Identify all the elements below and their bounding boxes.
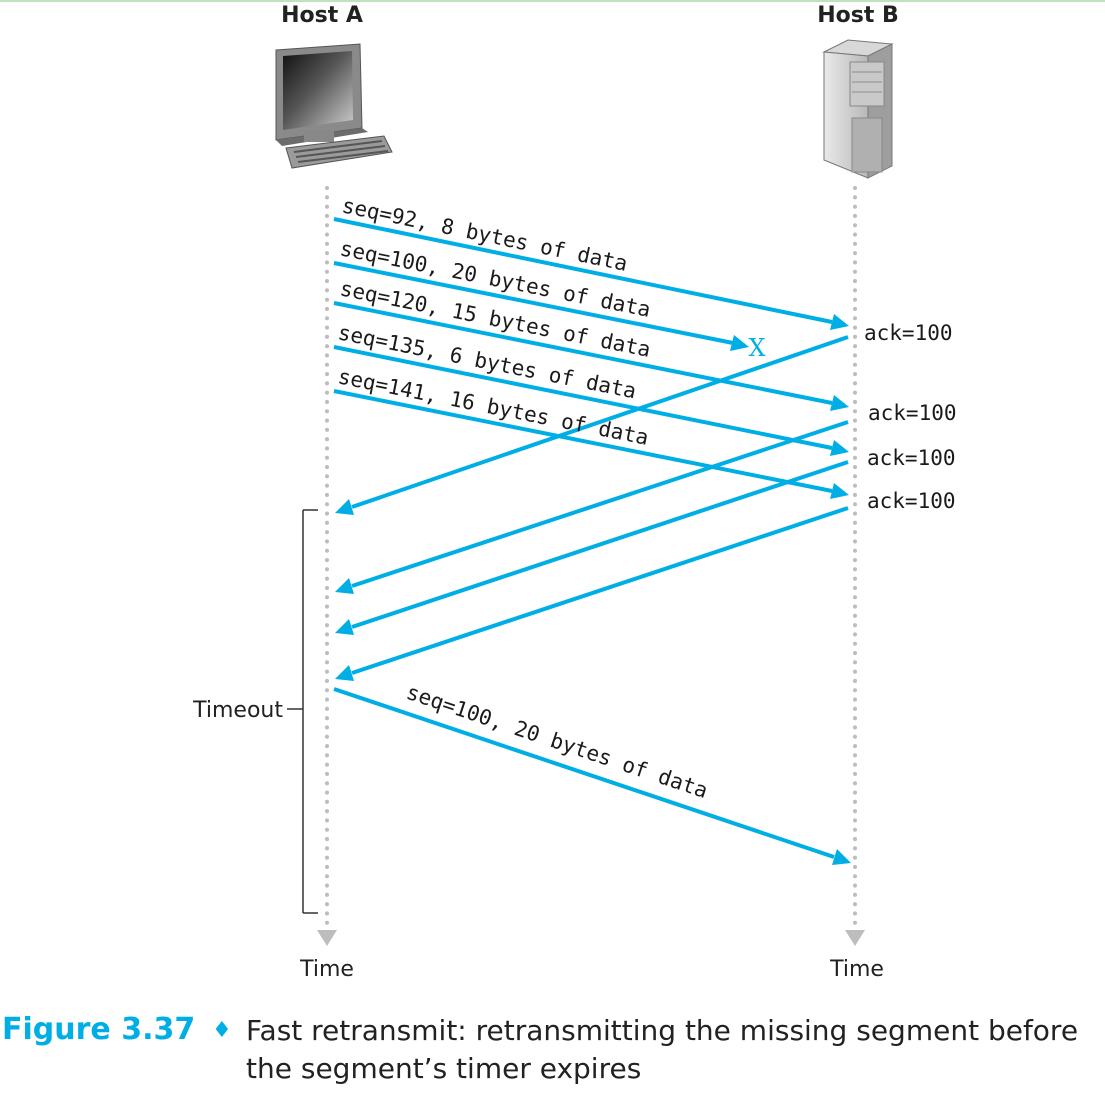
- host-a-label: Host A: [281, 3, 363, 28]
- ack-label-2: ack=100: [868, 401, 957, 425]
- segment-seq92-arrow: [333, 217, 849, 330]
- retransmit-label-seq100: seq=100, 20 bytes of data: [403, 680, 710, 803]
- ack-3-arrow: [335, 460, 849, 635]
- diamond-icon: ♦: [212, 1018, 232, 1043]
- ack-label-1: ack=100: [864, 321, 953, 345]
- segment-seq141-arrow: [333, 389, 849, 499]
- figure-caption-text: Fast retransmit: retransmitting the miss…: [246, 1014, 1079, 1085]
- ack-4-arrow: [335, 506, 849, 681]
- fast-retransmit-diagram: Host A Host B Time Time Timeout: [192, 3, 957, 982]
- host-b-time-label: Time: [829, 957, 884, 982]
- desktop-computer-icon: [275, 43, 393, 169]
- ack-label-3: ack=100: [867, 446, 956, 470]
- figure-number: Figure 3.37: [2, 1012, 196, 1047]
- host-b-label: Host B: [817, 3, 899, 28]
- top-border: [0, 0, 1105, 2]
- segment-seq120-arrow: [333, 301, 849, 411]
- segment-seq135-arrow: [333, 345, 849, 456]
- timeout-label: Timeout: [192, 698, 283, 723]
- host-b-time-arrowhead: [845, 930, 865, 946]
- segment-seq100-arrow-lost: [333, 261, 749, 351]
- timeout-bracket: [287, 509, 318, 914]
- host-a-time-arrowhead: [317, 930, 337, 946]
- server-tower-icon: [822, 39, 894, 179]
- host-a-time-label: Time: [299, 957, 354, 982]
- ack-label-4: ack=100: [867, 489, 956, 513]
- ack-2-arrow: [335, 420, 849, 594]
- loss-marker-x: X: [748, 334, 765, 362]
- retransmit-seq100-arrow: [333, 687, 851, 865]
- ack-1-arrow: [335, 335, 849, 515]
